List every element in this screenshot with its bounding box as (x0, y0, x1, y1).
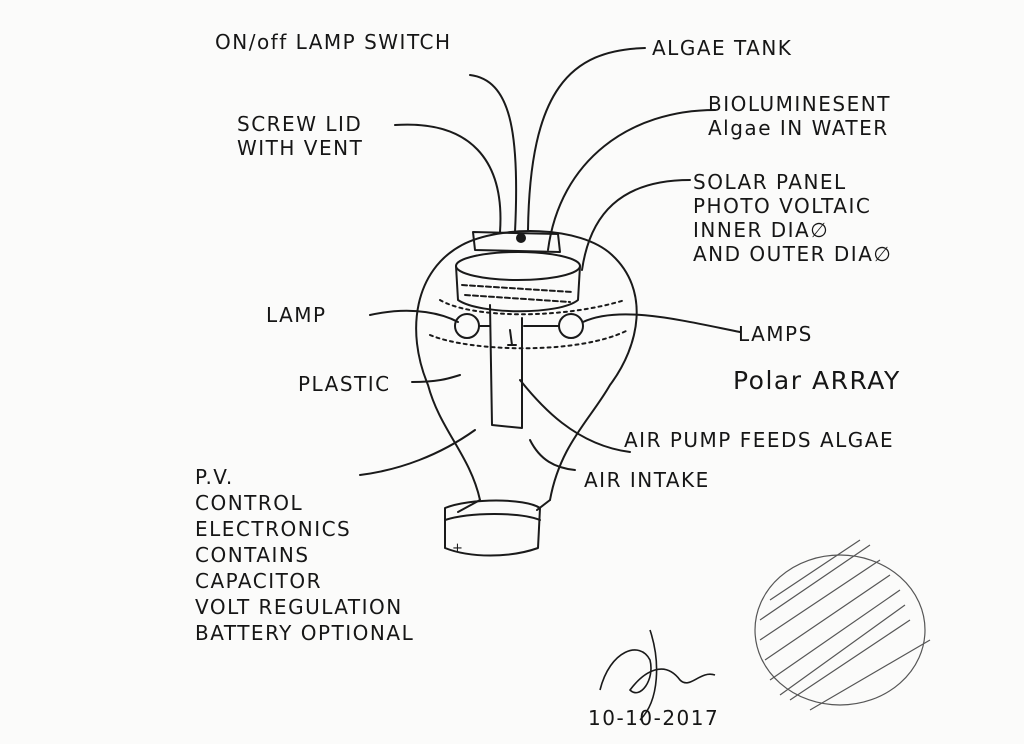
solar-line-2: PHOTO VOLTAIC (693, 194, 872, 218)
label-pv-control: P.V. CONTROL ELECTRONICS CONTAINS CAPACI… (195, 464, 414, 646)
algae-tank-top (455, 251, 581, 281)
leader-tank (527, 47, 646, 231)
bulb-outline (415, 230, 638, 501)
pv-line-7: BATTERY OPTIONAL (195, 621, 415, 645)
pump-line (507, 329, 517, 346)
leader-plastic (411, 374, 461, 383)
solar-line-3: INNER DIA∅ (693, 218, 830, 242)
bio-line-2: Algae IN WATER (708, 116, 889, 140)
lamp-left (454, 313, 480, 339)
switch-knob (516, 233, 526, 243)
label-bioluminescent: BIOLUMINESENT Algae IN WATER (708, 92, 891, 140)
leader-airpump (519, 379, 631, 453)
bulb-inner-ring (439, 299, 626, 316)
label-air-pump: AIR PUMP FEEDS ALGAE (624, 428, 895, 452)
solar-line-4: AND OUTER DIA∅ (693, 242, 893, 266)
label-polar-array: Polar ARRAY (733, 366, 901, 395)
pv-line-3: ELECTRONICS (195, 517, 352, 541)
bio-line-1: BIOLUMINESENT (708, 92, 891, 116)
pv-line-5: CAPACITOR (195, 569, 322, 593)
leader-lamp (369, 309, 459, 323)
solar-line-1: SOLAR PANEL (693, 170, 847, 194)
bulb-lower-ring (429, 329, 629, 350)
pv-line-6: VOLT REGULATION (195, 595, 403, 619)
signature (599, 629, 716, 721)
leader-lamps (582, 313, 741, 333)
label-on-off-switch: ON/off LAMP SWITCH (215, 30, 452, 54)
pv-line-1: P.V. (195, 465, 234, 489)
leader-bio (547, 109, 716, 251)
stamp-scribble (754, 539, 931, 711)
lamp-right (558, 313, 584, 339)
label-date: 10-10-2017 (588, 706, 720, 730)
screw-lid (472, 231, 561, 253)
label-algae-tank: ALGAE TANK (652, 36, 793, 60)
label-lamp: LAMP (266, 303, 327, 327)
pv-line-4: CONTAINS (195, 543, 310, 567)
leader-airintake (529, 439, 576, 471)
label-plastic: PLASTIC (298, 372, 391, 396)
algae-tank-body (455, 265, 581, 313)
algae-tank-hatch (461, 284, 573, 303)
label-solar-panel: SOLAR PANEL PHOTO VOLTAIC INNER DIA∅ AND… (693, 170, 892, 266)
screw-lid-line-1: SCREW LID (237, 112, 363, 136)
leader-solar (581, 179, 691, 271)
label-lamps: LAMPS (738, 322, 813, 346)
base-band (444, 513, 541, 521)
pv-line-2: CONTROL (195, 491, 304, 515)
base-cap (444, 499, 541, 557)
label-air-intake: AIR INTAKE (584, 468, 710, 492)
leader-pv (359, 429, 476, 476)
leader-switch (469, 74, 518, 233)
screw-lid-line-2: WITH VENT (237, 136, 364, 160)
leader-screwlid (394, 123, 502, 233)
svg-text:+: + (452, 541, 463, 556)
central-tube (489, 304, 523, 429)
label-screw-lid: SCREW LID WITH VENT (237, 112, 363, 160)
